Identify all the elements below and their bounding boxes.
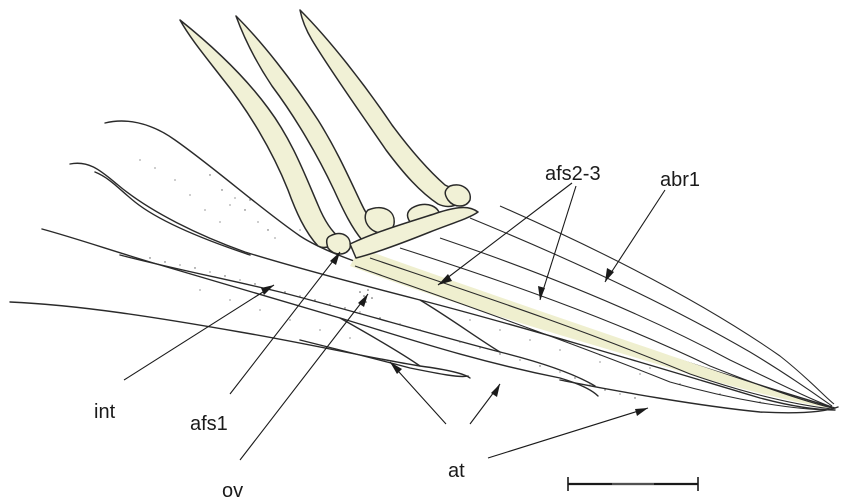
- label-afs2-3: afs2-3: [545, 163, 601, 185]
- ventral-lower: [300, 340, 468, 377]
- leader-at-c: [488, 408, 648, 458]
- label-afs1: afs1: [190, 413, 228, 435]
- pterygiophores: [180, 10, 478, 258]
- ray-line-2: [440, 238, 832, 407]
- scale-bar: [568, 477, 698, 491]
- leader-abr1: [605, 190, 665, 282]
- label-at: at: [448, 460, 465, 482]
- ray-line-3: [400, 248, 832, 408]
- fin-rays: [350, 206, 834, 410]
- leader-afs1: [230, 252, 340, 394]
- label-ov: ov: [222, 480, 243, 501]
- pterygiophore-3: [300, 10, 468, 206]
- leader-ov: [240, 294, 368, 460]
- label-abr1: abr1: [660, 169, 700, 191]
- label-int: int: [94, 401, 116, 423]
- arrowhead-afs2-3-b: [538, 286, 545, 300]
- ventral-outline: [10, 302, 470, 378]
- arrowhead-at-c: [635, 408, 648, 416]
- ray-line-6: [500, 206, 834, 404]
- labels: afs2-3 abr1 int afs1 ov at: [94, 163, 700, 501]
- joint-knob-1: [327, 234, 351, 254]
- dorsal-outline: [105, 121, 835, 408]
